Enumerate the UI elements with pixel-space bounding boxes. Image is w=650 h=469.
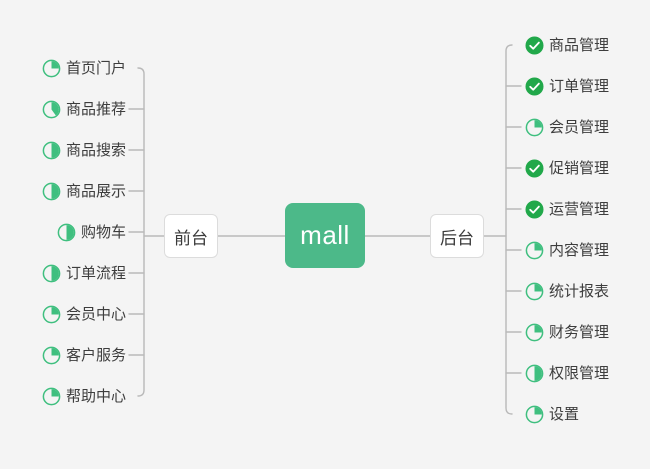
branch-node-backend[interactable]: 后台 bbox=[430, 214, 484, 258]
leaf-item-label: 会员中心 bbox=[65, 305, 126, 323]
leaf-item-label: 设置 bbox=[549, 405, 580, 423]
leaf-item-label: 统计报表 bbox=[549, 282, 610, 300]
leaf-item-backend-9[interactable]: 设置 bbox=[525, 402, 579, 426]
leaf-item-label: 订单流程 bbox=[65, 264, 126, 282]
leaf-item-backend-4[interactable]: 运营管理 bbox=[525, 197, 609, 221]
progress-pie-icon bbox=[42, 100, 61, 119]
leaf-item-label: 帮助中心 bbox=[65, 387, 126, 405]
leaf-item-label: 商品管理 bbox=[549, 36, 610, 54]
leaf-item-label: 购物车 bbox=[80, 223, 126, 241]
leaf-item-label: 首页门户 bbox=[65, 59, 126, 77]
progress-pie-icon bbox=[525, 282, 544, 301]
leaf-item-backend-5[interactable]: 内容管理 bbox=[525, 238, 609, 262]
progress-pie-icon bbox=[57, 223, 76, 242]
leaf-item-backend-0[interactable]: 商品管理 bbox=[525, 33, 609, 57]
check-circle-icon bbox=[525, 36, 544, 55]
leaf-item-label: 内容管理 bbox=[549, 241, 610, 259]
check-circle-icon bbox=[525, 159, 544, 178]
leaf-item-label: 商品展示 bbox=[65, 182, 126, 200]
leaf-item-label: 促销管理 bbox=[549, 159, 610, 177]
leaf-item-frontend-1[interactable]: 商品推荐 bbox=[42, 97, 126, 121]
leaf-item-frontend-6[interactable]: 会员中心 bbox=[42, 302, 126, 326]
progress-pie-icon bbox=[42, 264, 61, 283]
leaf-item-label: 客户服务 bbox=[65, 346, 126, 364]
branch-node-frontend[interactable]: 前台 bbox=[164, 214, 218, 258]
leaf-item-label: 运营管理 bbox=[549, 200, 610, 218]
leaf-item-backend-7[interactable]: 财务管理 bbox=[525, 320, 609, 344]
branch-node-label-frontend: 前台 bbox=[174, 228, 208, 248]
progress-pie-icon bbox=[525, 118, 544, 137]
leaf-item-label: 权限管理 bbox=[549, 364, 610, 382]
leaf-item-label: 财务管理 bbox=[549, 323, 610, 341]
progress-pie-icon bbox=[525, 241, 544, 260]
leaf-item-label: 商品推荐 bbox=[65, 100, 126, 118]
progress-pie-icon bbox=[525, 323, 544, 342]
leaf-item-backend-1[interactable]: 订单管理 bbox=[525, 74, 609, 98]
progress-pie-icon bbox=[42, 305, 61, 324]
spine-left bbox=[137, 67, 145, 397]
leaf-item-label: 商品搜索 bbox=[65, 141, 126, 159]
progress-pie-icon bbox=[42, 141, 61, 160]
leaf-item-frontend-3[interactable]: 商品展示 bbox=[42, 179, 126, 203]
leaf-item-backend-8[interactable]: 权限管理 bbox=[525, 361, 609, 385]
leaf-item-backend-2[interactable]: 会员管理 bbox=[525, 115, 609, 139]
leaf-item-backend-3[interactable]: 促销管理 bbox=[525, 156, 609, 180]
progress-pie-icon bbox=[525, 364, 544, 383]
check-circle-icon bbox=[525, 77, 544, 96]
leaf-item-backend-6[interactable]: 统计报表 bbox=[525, 279, 609, 303]
spine-right bbox=[505, 44, 513, 415]
progress-pie-icon bbox=[42, 387, 61, 406]
progress-pie-icon bbox=[42, 346, 61, 365]
leaf-item-frontend-8[interactable]: 帮助中心 bbox=[42, 384, 126, 408]
leaf-item-label: 订单管理 bbox=[549, 77, 610, 95]
root-node-mall[interactable]: mall bbox=[285, 203, 365, 268]
leaf-item-frontend-7[interactable]: 客户服务 bbox=[42, 343, 126, 367]
leaf-item-frontend-5[interactable]: 订单流程 bbox=[42, 261, 126, 285]
leaf-item-frontend-2[interactable]: 商品搜索 bbox=[42, 138, 126, 162]
check-circle-icon bbox=[525, 200, 544, 219]
root-node-label: mall bbox=[300, 220, 350, 250]
leaf-item-frontend-4[interactable]: 购物车 bbox=[57, 220, 126, 244]
progress-pie-icon bbox=[42, 59, 61, 78]
progress-pie-icon bbox=[42, 182, 61, 201]
branch-node-label-backend: 后台 bbox=[440, 228, 474, 248]
leaf-item-label: 会员管理 bbox=[549, 118, 610, 136]
progress-pie-icon bbox=[525, 405, 544, 424]
leaf-item-frontend-0[interactable]: 首页门户 bbox=[42, 56, 126, 80]
